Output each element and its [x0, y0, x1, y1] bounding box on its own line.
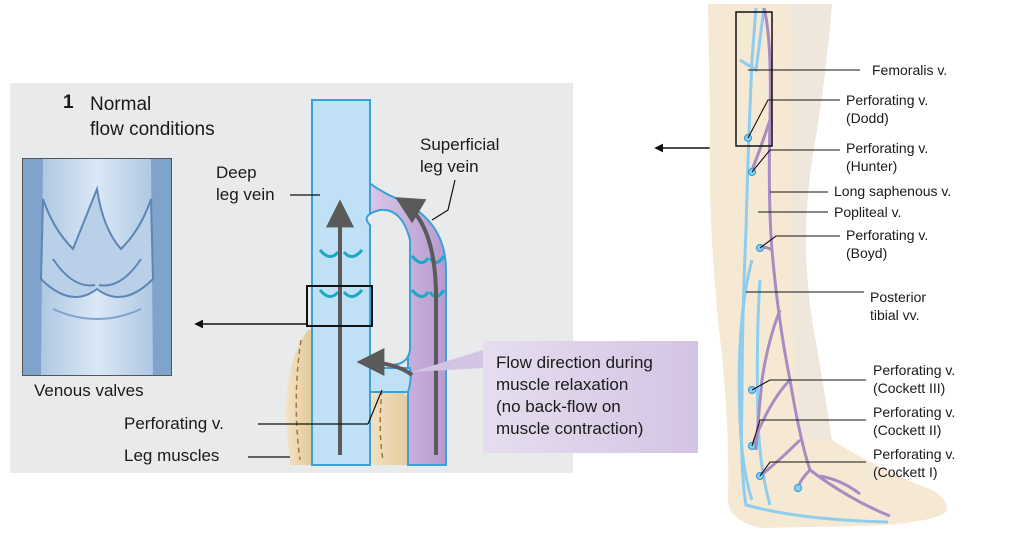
cockett2-label-line-2: (Cockett II) — [873, 422, 942, 438]
superficial-vein-label-line-1: Superficial — [420, 135, 500, 154]
cockett1-label-line-1: Perforating v. — [873, 446, 956, 462]
leg-leaders — [746, 69, 866, 477]
venous-valve-inset — [22, 158, 172, 376]
venous-valve-illustration — [23, 159, 171, 375]
hunter-label-line-1: Perforating v. — [846, 140, 929, 156]
flow-direction-line-3: (no back-flow on — [496, 397, 621, 416]
perforating-label: Perforating v. — [124, 414, 224, 433]
posterior-tibial-line-2: tibial vv. — [870, 307, 920, 323]
long-saphenous-label: Long saphenous v. — [834, 183, 952, 199]
popliteal-label: Popliteal v. — [834, 204, 902, 220]
cockett3-label-line-1: Perforating v. — [873, 362, 956, 378]
panel-number: 1 — [63, 92, 74, 113]
leg-muscle-left — [285, 330, 312, 465]
venous-valves-label: Venous valves — [34, 381, 144, 400]
perforating-leader-up — [367, 389, 383, 425]
panel-title-line-2: flow conditions — [90, 119, 215, 140]
deep-vein-label: Deep leg vein — [216, 162, 275, 206]
flow-direction-callout — [483, 341, 698, 453]
flow-direction-line-2: muscle relaxation — [496, 375, 629, 394]
valve-highlight-box — [306, 285, 373, 327]
superficial-vein-leader — [431, 179, 456, 221]
hunter-label: Perforating v. (Hunter) — [846, 139, 928, 175]
cockett1-label: Perforating v. (Cockett I) — [873, 445, 955, 481]
perforating-flow-arrow — [356, 348, 414, 377]
superficial-vein-label: Superficial leg vein — [420, 134, 499, 178]
dodd-label-line-1: Perforating v. — [846, 92, 929, 108]
flow-callout-pointer — [412, 350, 483, 372]
dodd-label: Perforating v. (Dodd) — [846, 91, 928, 127]
muscle-edge-right — [379, 389, 384, 461]
boyd-label: Perforating v. (Boyd) — [846, 226, 928, 262]
superficial-vein-label-line-2: leg vein — [420, 157, 479, 176]
leg-shadow — [790, 4, 832, 440]
boyd-label-line-2: (Boyd) — [846, 245, 888, 261]
flow-direction-label: Flow direction during muscle relaxation … — [496, 352, 653, 440]
cockett2-label-line-1: Perforating v. — [873, 404, 956, 420]
superficial-flow-arrow — [395, 197, 438, 455]
deep-vein-label-line-2: leg vein — [216, 185, 275, 204]
hunter-label-line-2: (Hunter) — [846, 158, 898, 174]
femoralis-label: Femoralis v. — [872, 62, 948, 78]
cockett2-label: Perforating v. (Cockett II) — [873, 403, 955, 439]
dodd-label-line-2: (Dodd) — [846, 110, 889, 126]
panel-title-line-1: Normal — [90, 94, 152, 115]
leg-highlight-box — [735, 11, 773, 147]
flow-direction-line-4: muscle contraction) — [496, 419, 644, 438]
flow-direction-line-1: Flow direction during — [496, 353, 653, 372]
posterior-tibial-line-1: Posterior — [870, 289, 927, 305]
posterior-tibial-label: Posterior tibial vv. — [870, 288, 926, 324]
cockett3-label: Perforating v. (Cockett III) — [873, 361, 955, 397]
deep-vein-label-line-1: Deep — [216, 163, 257, 182]
leg-outline — [708, 4, 947, 528]
cockett1-label-line-2: (Cockett I) — [873, 464, 938, 480]
muscle-edge-left — [295, 339, 302, 461]
leg-muscles-label: Leg muscles — [124, 446, 220, 465]
boyd-label-line-1: Perforating v. — [846, 227, 929, 243]
leg-superficial-veins — [750, 7, 891, 518]
panel-title: Normal flow conditions — [90, 92, 215, 142]
perforating-connector-upper — [365, 208, 411, 366]
cockett3-label-line-2: (Cockett III) — [873, 380, 946, 396]
venous-valves-group — [318, 249, 446, 298]
